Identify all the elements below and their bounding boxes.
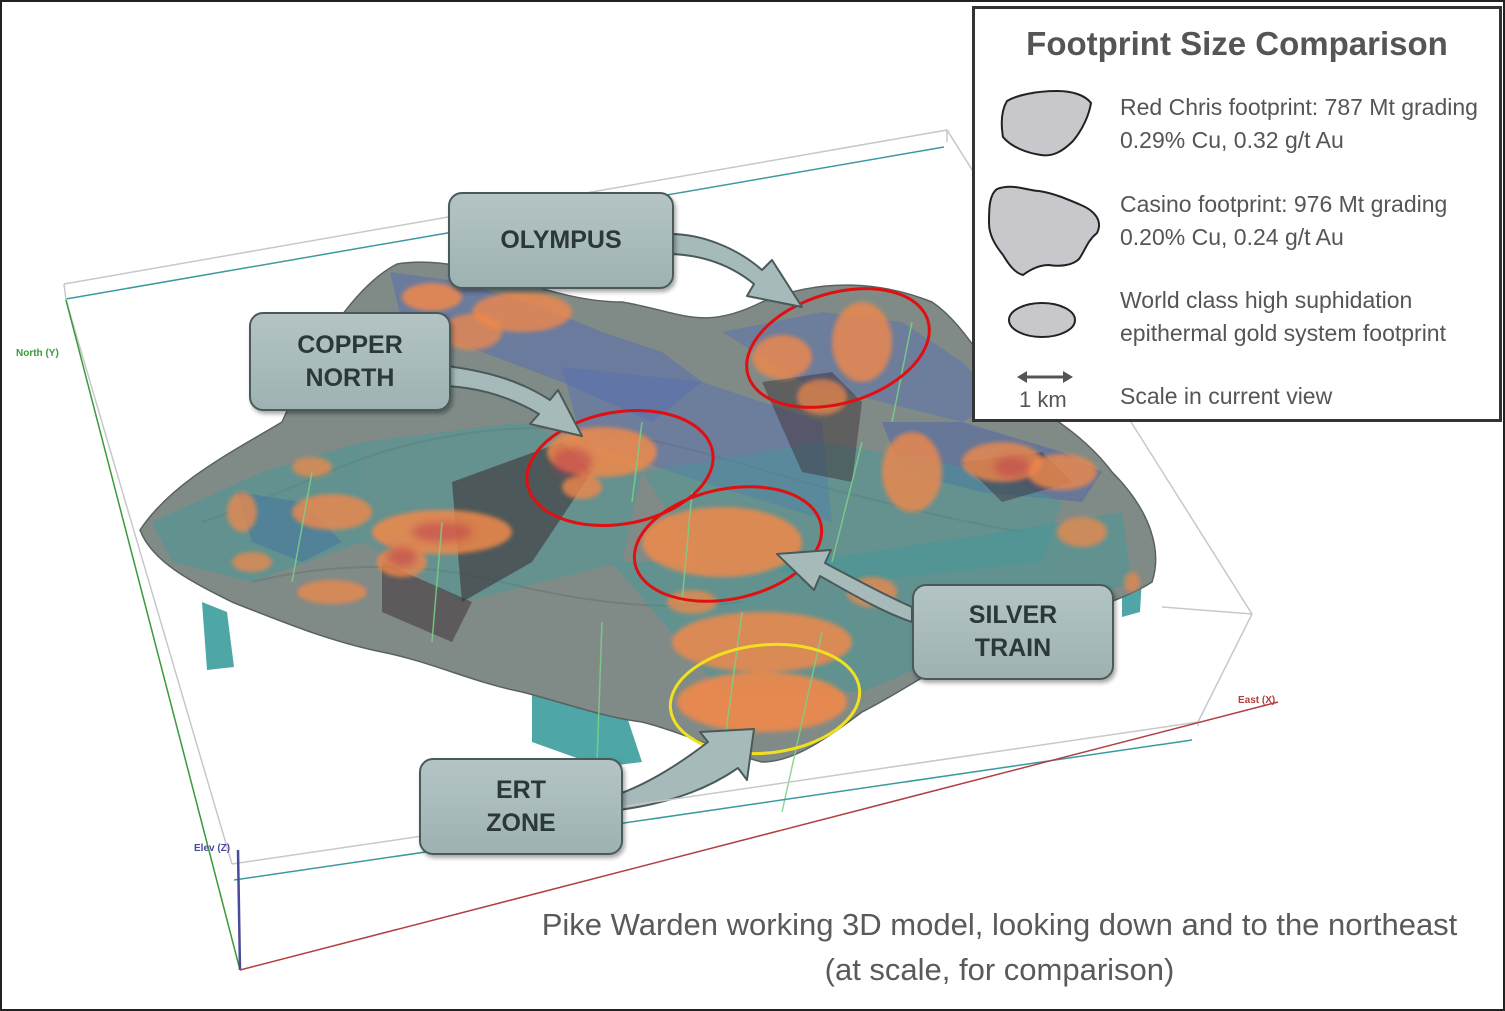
legend-item-scale: Scale in current view	[1120, 383, 1333, 409]
callout-ert-zone-label: ERT ZONE	[486, 775, 556, 837]
olympus-arrow	[669, 233, 803, 308]
legend-panel: Footprint Size Comparison 1 km Red Chris…	[972, 6, 1502, 422]
ert-zone-arrow	[618, 728, 755, 811]
bounding-box-back	[63, 129, 1253, 615]
copper-north-arrow	[446, 365, 583, 437]
casino-footprint-icon	[987, 185, 1100, 277]
callout-ert-zone: ERT ZONE	[419, 758, 623, 855]
callout-silver-train-label: SILVER TRAIN	[968, 601, 1058, 662]
olympus-target-ellipse	[745, 287, 931, 409]
axis-label-east: East (X)	[1238, 695, 1276, 706]
legend-item-red-chris: Red Chris footprint: 787 Mt grading 0.29…	[1120, 94, 1478, 153]
double-arrow-scale-icon	[1017, 371, 1073, 383]
axis-label-north: North (Y)	[16, 348, 59, 359]
anomaly-patches	[227, 283, 1140, 732]
scale-label: 1 km	[1019, 387, 1067, 412]
axis-label-elev: Elev (Z)	[194, 843, 231, 854]
silver-train-target-ellipse	[632, 485, 824, 603]
epithermal-footprint-icon	[1008, 302, 1076, 338]
callout-olympus: OLYMPUS	[448, 192, 674, 289]
figure-caption: Pike Warden working 3D model, looking do…	[541, 907, 1458, 987]
callout-copper-north: COPPER NORTH	[249, 312, 451, 411]
ert-zone-target-ellipse	[668, 642, 862, 756]
callout-copper-north-label: COPPER NORTH	[297, 330, 403, 392]
target-ellipses	[525, 287, 931, 756]
legend-title: Footprint Size Comparison	[1026, 25, 1448, 62]
copper-north-target-ellipse	[525, 408, 715, 528]
legend-item-casino: Casino footprint: 976 Mt grading 0.20% C…	[1120, 191, 1448, 250]
bounding-box-front	[63, 283, 1279, 971]
legend-item-epithermal: World class high suphidation epithermal …	[1120, 287, 1446, 346]
silver-train-arrow	[776, 549, 913, 623]
callout-olympus-label: OLYMPUS	[500, 226, 622, 254]
callout-arrows	[446, 233, 913, 811]
red-chris-footprint-icon	[1000, 89, 1093, 157]
callout-silver-train: SILVER TRAIN	[912, 584, 1114, 680]
anomaly-cores	[387, 448, 1030, 567]
